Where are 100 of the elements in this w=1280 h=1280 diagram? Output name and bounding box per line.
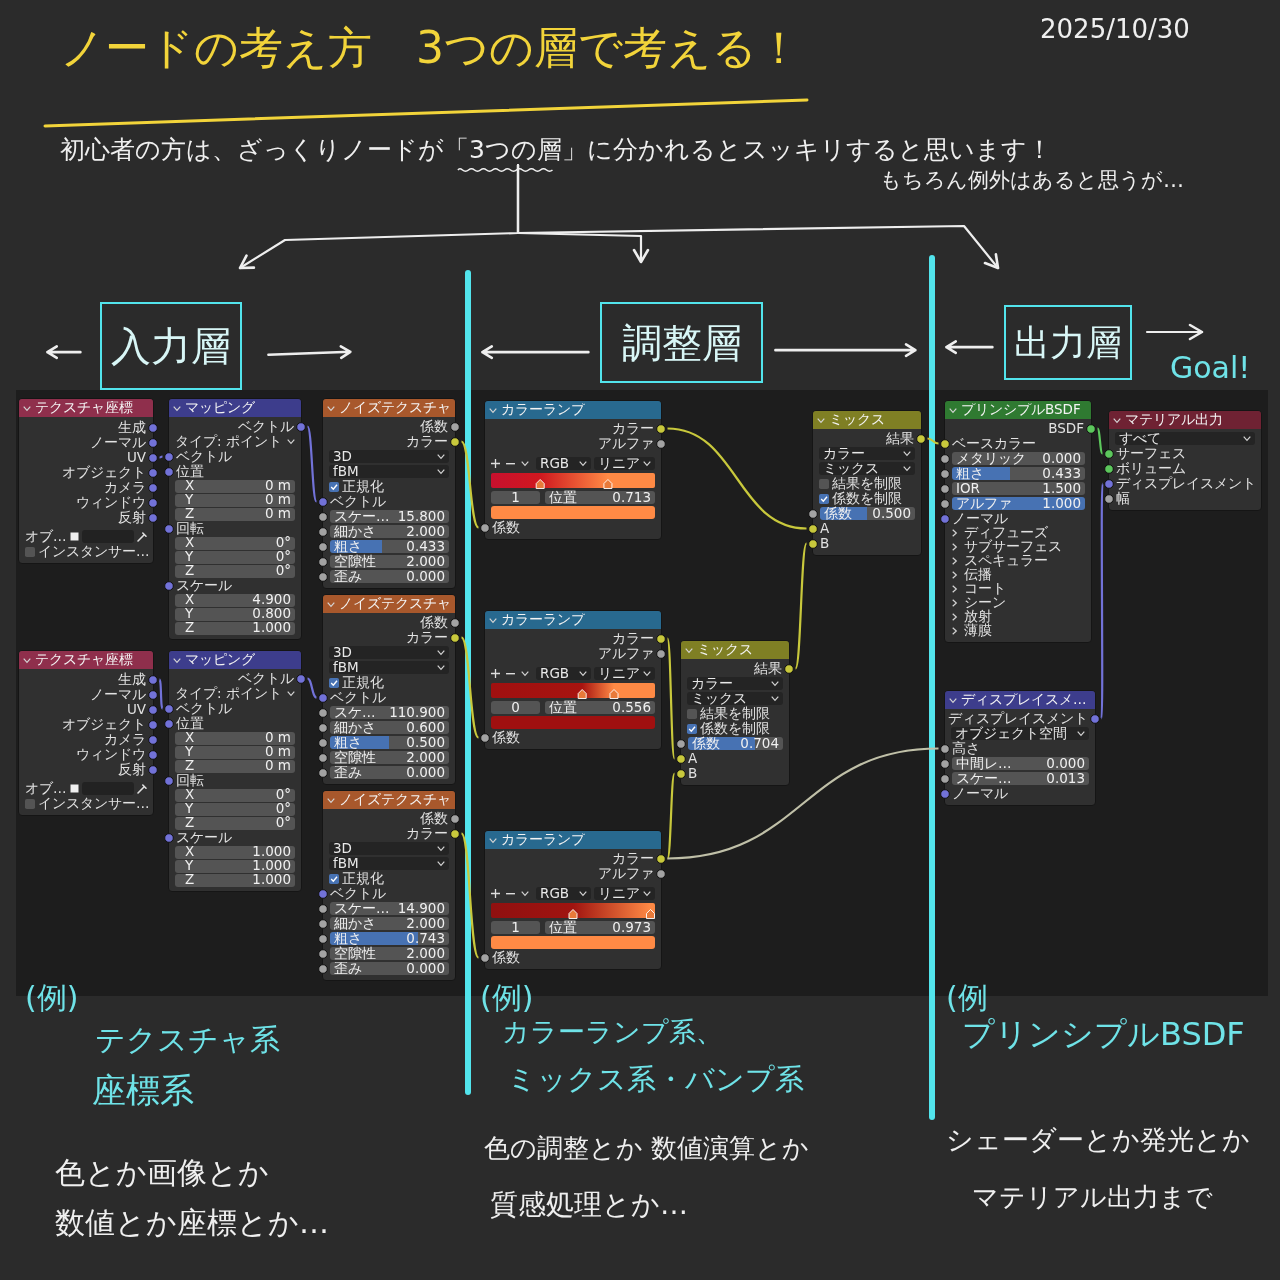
number-field: 歪み 0.000 [330, 765, 449, 780]
panel-label: ディフューズ [964, 526, 1048, 540]
dropdown: リニア [594, 456, 655, 471]
number-field: X 0 m [175, 731, 295, 745]
socket-label: 係数 [420, 615, 448, 630]
number-field: 粗さ 0.500 [330, 735, 449, 750]
socket-label: 係数 [492, 950, 520, 965]
description: 色の調整とか 数値演算とか [484, 1133, 810, 1165]
dropdown: カラー [819, 446, 915, 461]
socket-label: 回転 [176, 773, 204, 788]
socket-label: ウィンドウ [76, 747, 146, 762]
example-text: 座標系 [92, 1070, 194, 1111]
node-title: ミックス [697, 643, 753, 657]
description: 数値とか座標とか… [55, 1205, 329, 1241]
node-link [460, 636, 480, 739]
node-title: テクスチャ座標 [35, 653, 133, 667]
socket-label: 生成 [118, 672, 146, 687]
node-link [306, 426, 318, 502]
node-title: カラーランプ [501, 613, 585, 627]
type-label: タイプ: ポイント [175, 434, 283, 449]
dropdown: カラー [687, 676, 783, 691]
number-field: 歪み 0.000 [330, 961, 449, 976]
description: マテリアル出力まで [972, 1182, 1213, 1214]
number-field: 粗さ 0.433 [330, 539, 449, 554]
description: シェーダーとか発光とか [946, 1124, 1250, 1157]
node-title: カラーランプ [501, 833, 585, 847]
socket-label: カラー [406, 630, 448, 645]
dropdown: すべて [1115, 431, 1255, 446]
dropdown: fBM [329, 660, 449, 675]
socket-label: ベクトル [238, 419, 294, 434]
number-field: 歪み 0.000 [330, 569, 449, 584]
socket-label: サーフェス [1116, 446, 1186, 461]
number-field: Z 0° [175, 564, 295, 578]
dropdown: fBM [329, 464, 449, 479]
node-link [794, 543, 808, 669]
socket-label: 係数 [420, 811, 448, 826]
layer-box: 出力層 [1004, 305, 1132, 380]
socket-label: 幅 [1116, 491, 1130, 506]
number-field: Z 0° [175, 816, 295, 830]
number-field: スケ… 110.900 [330, 705, 449, 720]
number-field: Z 1.000 [175, 873, 295, 887]
number-field: 位置 0.973 [545, 920, 655, 935]
node-title: プリンシプルBSDF [961, 403, 1081, 417]
number-field: Y 0.800 [175, 607, 295, 621]
dropdown: ミックス [819, 461, 915, 476]
number-field: 係数 0.500 [820, 506, 915, 521]
number-field: Y 0 m [175, 493, 295, 507]
node-link [158, 679, 164, 709]
number-field: 空隙性 2.000 [330, 554, 449, 569]
dropdown: RGB [536, 666, 591, 681]
number-field: X 0 m [175, 479, 295, 493]
socket-label: 回転 [176, 521, 204, 536]
socket-label: ベクトル [176, 449, 232, 464]
number-field: 空隙性 2.000 [330, 750, 449, 765]
socket-label: ノーマル [90, 435, 146, 450]
socket-label: 生成 [118, 420, 146, 435]
number-field: X 4.900 [175, 593, 295, 607]
socket-label: カメラ [104, 732, 146, 747]
socket-label: ベクトル [330, 494, 386, 509]
number-field: 中間レ… 0.000 [952, 756, 1089, 771]
socket-label: ベクトル [330, 886, 386, 901]
socket-label: オブジェクト [62, 465, 146, 480]
number-field: Y 0° [175, 802, 295, 816]
socket-label: スケール [176, 578, 232, 593]
checkbox-label: 結果を制限 [700, 706, 770, 721]
dropdown: 3D [329, 449, 449, 464]
description: 質感処理とか… [490, 1188, 688, 1222]
socket-label: ベースカラー [952, 436, 1036, 451]
node-link [667, 427, 807, 530]
number-field: 1 [491, 490, 541, 505]
number-field: 位置 0.556 [545, 700, 655, 715]
number-field: X 0° [175, 788, 295, 802]
socket-label: アルファ [598, 646, 654, 661]
socket-label: スケール [176, 830, 232, 845]
date: 2025/10/30 [1040, 14, 1190, 46]
example-text: ミックス系・バンプ系 [507, 1062, 804, 1097]
number-field: 0 [491, 700, 541, 715]
panel-label: コート [964, 582, 1006, 596]
node-title: ノイズテクスチャ [339, 597, 451, 611]
socket-label: 反射 [118, 510, 146, 525]
socket-label: アルファ [598, 866, 654, 881]
field-label: オブ… [25, 529, 67, 544]
number-field: Y 0 m [175, 745, 295, 759]
socket-label: オブジェクト [62, 717, 146, 732]
panel-label: 伝播 [964, 568, 992, 582]
socket-label: アルファ [598, 436, 654, 451]
dropdown: リニア [594, 886, 655, 901]
number-field: X 0° [175, 536, 295, 550]
number-field: Z 0 m [175, 759, 295, 773]
node-title: テクスチャ座標 [35, 401, 133, 415]
number-field: 空隙性 2.000 [330, 946, 449, 961]
node-link [667, 747, 939, 860]
socket-label: カラー [406, 434, 448, 449]
socket-label: 係数 [492, 730, 520, 745]
node-link [460, 440, 480, 529]
field-label: オブ… [25, 781, 67, 796]
dropdown: リニア [594, 666, 655, 681]
node-link [1100, 483, 1104, 719]
example-marker: (例 [946, 980, 988, 1016]
checkbox-label: 正規化 [342, 871, 384, 886]
